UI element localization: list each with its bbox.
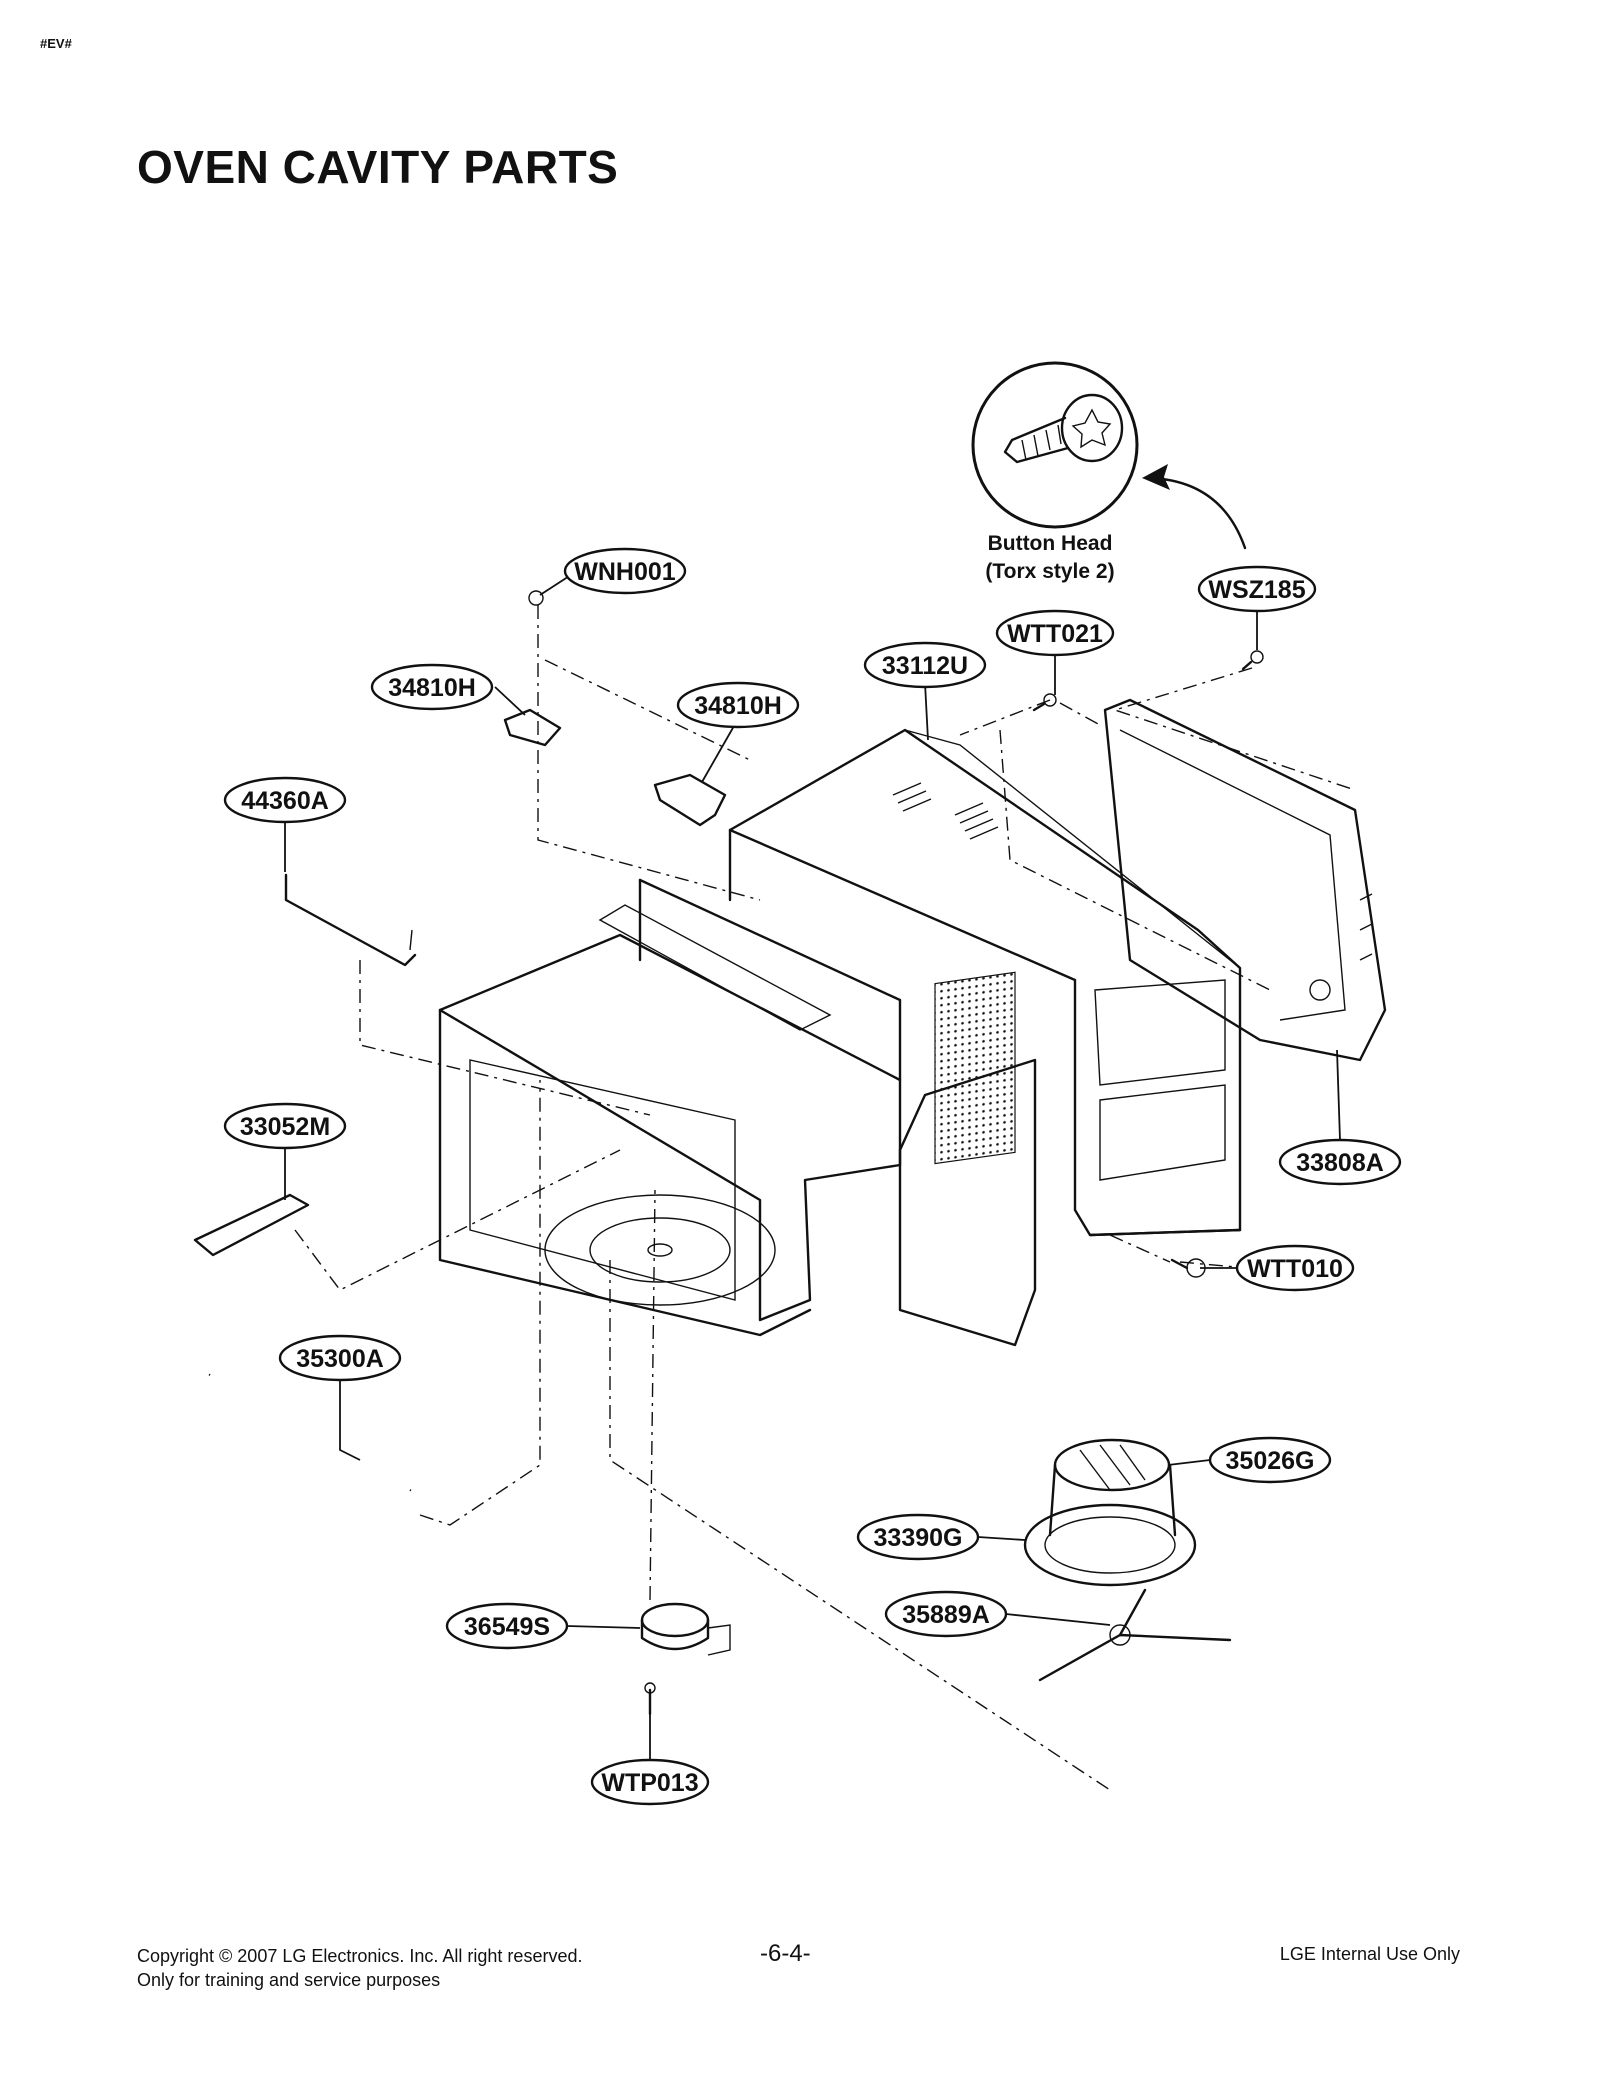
- svg-text:33112U: 33112U: [882, 652, 968, 680]
- screw-icon: [1032, 693, 1057, 712]
- roller-ring-icon: [1038, 1588, 1232, 1682]
- page-number: -6-4-: [760, 1940, 811, 1967]
- svg-text:WTT021: WTT021: [1007, 620, 1103, 648]
- alignment-lines: [294, 605, 1356, 1791]
- callout-35300a: 35300A: [278, 1334, 402, 1382]
- svg-text:WNH001: WNH001: [574, 558, 676, 586]
- motor-icon: [640, 1602, 731, 1656]
- page-title: OVEN CAVITY PARTS: [137, 141, 619, 193]
- callout-44360a: 44360A: [223, 776, 347, 824]
- torx-screw-icon: [1003, 393, 1124, 464]
- bracket-right-icon: [653, 773, 727, 827]
- lamp-rod-icon: [208, 1372, 412, 1493]
- callout-wtt010: WTT010: [1235, 1244, 1355, 1292]
- screw-icon: [644, 1682, 656, 1716]
- callout-36549s: 36549S: [445, 1602, 569, 1650]
- callout-33112u: 33112U: [863, 641, 987, 689]
- detail-label-line2: (Torx style 2): [985, 560, 1114, 583]
- svg-text:35026G: 35026G: [1226, 1447, 1315, 1475]
- heater-rod-icon: [284, 873, 417, 967]
- detail-inset: Button Head (Torx style 2): [971, 361, 1247, 583]
- cover-plate-icon: [193, 1193, 310, 1257]
- side-panel: [898, 971, 1037, 1347]
- callout-33390g: 33390G: [856, 1513, 980, 1561]
- callout-35889a: 35889A: [884, 1590, 1008, 1638]
- grill-rack-icon: [1048, 1438, 1177, 1537]
- nut-icon: [528, 590, 544, 606]
- glass-tray-icon: [1023, 1503, 1197, 1587]
- svg-text:34810H: 34810H: [694, 692, 782, 720]
- svg-text:33808A: 33808A: [1296, 1149, 1384, 1177]
- callout-wtt021: WTT021: [995, 609, 1115, 657]
- copyright-text: Copyright © 2007 LG Electronics. Inc. Al…: [137, 1946, 583, 1966]
- svg-text:35300A: 35300A: [296, 1345, 384, 1373]
- svg-text:WSZ185: WSZ185: [1208, 576, 1305, 604]
- callout-wtp013: WTP013: [590, 1758, 710, 1806]
- detail-label-line1: Button Head: [988, 532, 1113, 555]
- document-tag: #EV#: [40, 36, 72, 51]
- svg-text:33052M: 33052M: [240, 1113, 330, 1141]
- bracket-left-icon: [503, 708, 562, 747]
- oven-cavity: [438, 878, 902, 1337]
- callout-33052m: 33052M: [223, 1102, 347, 1150]
- callout-wsz185: WSZ185: [1197, 565, 1317, 613]
- internal-use-label: LGE Internal Use Only: [1279, 1944, 1460, 1964]
- callout-wnh001: WNH001: [563, 547, 687, 595]
- callout-34810h-left: 34810H: [370, 663, 494, 711]
- small-parts: [193, 590, 1264, 1716]
- svg-text:WTT010: WTT010: [1247, 1255, 1343, 1283]
- outer-case: [728, 728, 1242, 1237]
- footer-copyright: Copyright © 2007 LG Electronics. Inc. Al…: [137, 1944, 582, 1992]
- callout-35026g: 35026G: [1208, 1436, 1332, 1484]
- callout-33808a: 33808A: [1278, 1138, 1402, 1186]
- svg-text:33390G: 33390G: [874, 1524, 963, 1552]
- callouts: WNH001 34810H 34810H 44360A 33112U WTT02…: [223, 547, 1402, 1806]
- svg-text:36549S: 36549S: [464, 1613, 550, 1641]
- svg-text:44360A: 44360A: [241, 787, 329, 815]
- svg-text:WTP013: WTP013: [601, 1769, 698, 1797]
- purpose-text: Only for training and service purposes: [137, 1970, 441, 1990]
- callout-34810h-right: 34810H: [676, 681, 800, 729]
- back-panel: [1103, 698, 1387, 1062]
- svg-text:34810H: 34810H: [388, 674, 476, 702]
- turntable-assembly: [1023, 1438, 1232, 1682]
- screw-icon: [1241, 650, 1264, 671]
- svg-text:35889A: 35889A: [902, 1601, 990, 1629]
- leader-lines: [284, 570, 1341, 1760]
